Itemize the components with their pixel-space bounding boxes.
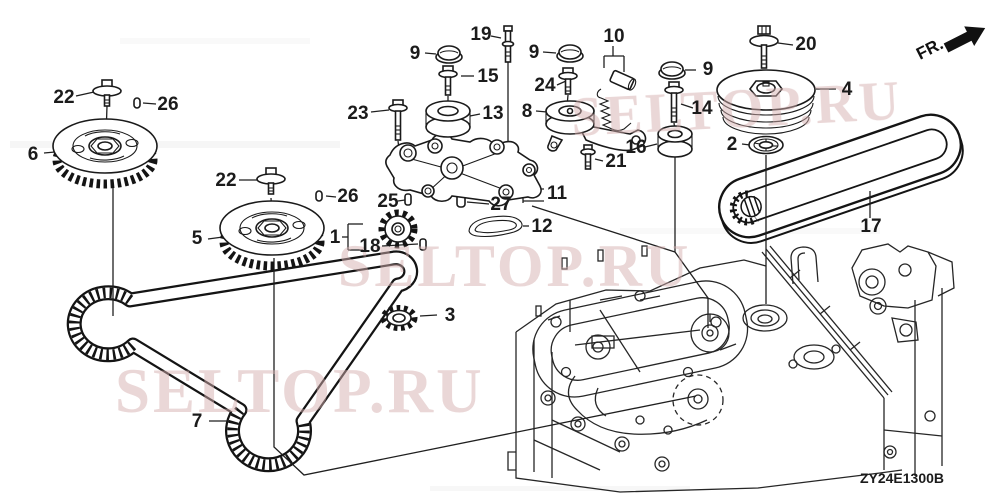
leader-lines bbox=[43, 35, 871, 476]
cap-9a bbox=[435, 45, 463, 64]
pump-sprocket-18 bbox=[378, 209, 418, 249]
callout-2-washer: 2 bbox=[727, 134, 738, 155]
fr-label: FR. bbox=[913, 34, 946, 63]
flange-bolt-21 bbox=[580, 144, 596, 170]
callout-10-spring: 10 bbox=[603, 26, 624, 47]
pump-bracket-11 bbox=[385, 133, 542, 207]
callout-11-bracket: 11 bbox=[547, 183, 568, 204]
washer-bolt-22b bbox=[256, 167, 286, 195]
callout-19-stud: 19 bbox=[470, 24, 491, 45]
sprocket-pin-18 bbox=[419, 238, 427, 251]
callout-4-crank-pulley: 4 bbox=[842, 79, 853, 100]
callout-12-gasket: 12 bbox=[531, 216, 552, 237]
callouts: 22 26 6 9 19 15 23 13 9 24 10 9 20 4 14 … bbox=[28, 24, 882, 432]
callout-26-key-left: 26 bbox=[157, 94, 178, 115]
woodruff-key-26b bbox=[315, 190, 323, 202]
callout-9-cap-c: 9 bbox=[703, 59, 714, 80]
callout-24-bolt: 24 bbox=[534, 75, 556, 96]
callout-6-cam-pulley: 6 bbox=[28, 144, 39, 165]
watermarks: SELTOP.RU SELTOP.RU SELTOP.RU bbox=[115, 70, 904, 426]
callout-15-bolt: 15 bbox=[477, 66, 499, 87]
fr-direction-marker: FR. bbox=[913, 26, 986, 64]
callout-22-cam-bolt-right: 22 bbox=[215, 170, 236, 191]
callout-1-sprocket-assy: 1 bbox=[330, 227, 341, 248]
roller-collar-16 bbox=[657, 125, 693, 158]
flange-bolt-23 bbox=[388, 99, 408, 141]
woodruff-key-25 bbox=[404, 193, 412, 206]
cam-pulley-6 bbox=[52, 118, 158, 189]
callout-14-bolt: 14 bbox=[691, 98, 713, 119]
callout-25-key: 25 bbox=[377, 191, 399, 212]
callout-5-cam-pulley: 5 bbox=[192, 228, 203, 249]
callout-8-tensioner: 8 bbox=[522, 101, 533, 122]
gasket-12 bbox=[468, 215, 523, 238]
diagram-code: ZY24E1300B bbox=[860, 470, 944, 486]
callout-17-belt: 17 bbox=[860, 216, 881, 237]
flange-bolt-20 bbox=[749, 25, 779, 69]
cap-9b bbox=[556, 44, 584, 63]
callout-3-sprocket: 3 bbox=[445, 305, 456, 326]
cap-9c bbox=[658, 61, 686, 80]
callout-9-cap-a: 9 bbox=[410, 43, 421, 64]
cam-pulley-5 bbox=[219, 200, 325, 271]
timing-belt-7 bbox=[66, 250, 419, 473]
callout-9-cap-b: 9 bbox=[529, 42, 540, 63]
callout-13-idler: 13 bbox=[482, 103, 503, 124]
tensioner-arm-8 bbox=[545, 100, 647, 152]
drive-belt-17 bbox=[718, 113, 964, 244]
callout-23-bolt: 23 bbox=[347, 103, 368, 124]
idler-pulley-13 bbox=[425, 100, 471, 138]
watermark-bottom-left: SELTOP.RU bbox=[115, 356, 485, 426]
flange-bolt-14 bbox=[664, 81, 684, 123]
stud-bolt-19 bbox=[501, 25, 515, 63]
crank-pulley-4 bbox=[716, 69, 816, 135]
washer-bolt-22a bbox=[92, 79, 122, 107]
woodruff-key-26a bbox=[133, 97, 141, 109]
thrust-washer-2 bbox=[748, 135, 784, 155]
callout-16-collar: 16 bbox=[625, 137, 646, 158]
flange-bolt-15 bbox=[438, 65, 458, 96]
flange-bolt-24 bbox=[558, 67, 578, 95]
callout-7-timing-belt: 7 bbox=[192, 411, 203, 432]
callout-22-cam-bolt-left: 22 bbox=[53, 87, 74, 108]
engine-block bbox=[507, 243, 955, 493]
callout-20-bolt: 20 bbox=[795, 34, 816, 55]
watermark-center: SELTOP.RU bbox=[338, 233, 691, 299]
fr-arrow-icon bbox=[943, 26, 986, 53]
callout-27-pin: 27 bbox=[490, 194, 511, 215]
callout-18-sprocket: 18 bbox=[359, 236, 380, 257]
callout-26-key-right: 26 bbox=[337, 186, 358, 207]
tensioner-spring-10 bbox=[596, 69, 637, 132]
drive-sprocket-3 bbox=[380, 305, 418, 331]
callout-21-bolt: 21 bbox=[605, 151, 627, 172]
